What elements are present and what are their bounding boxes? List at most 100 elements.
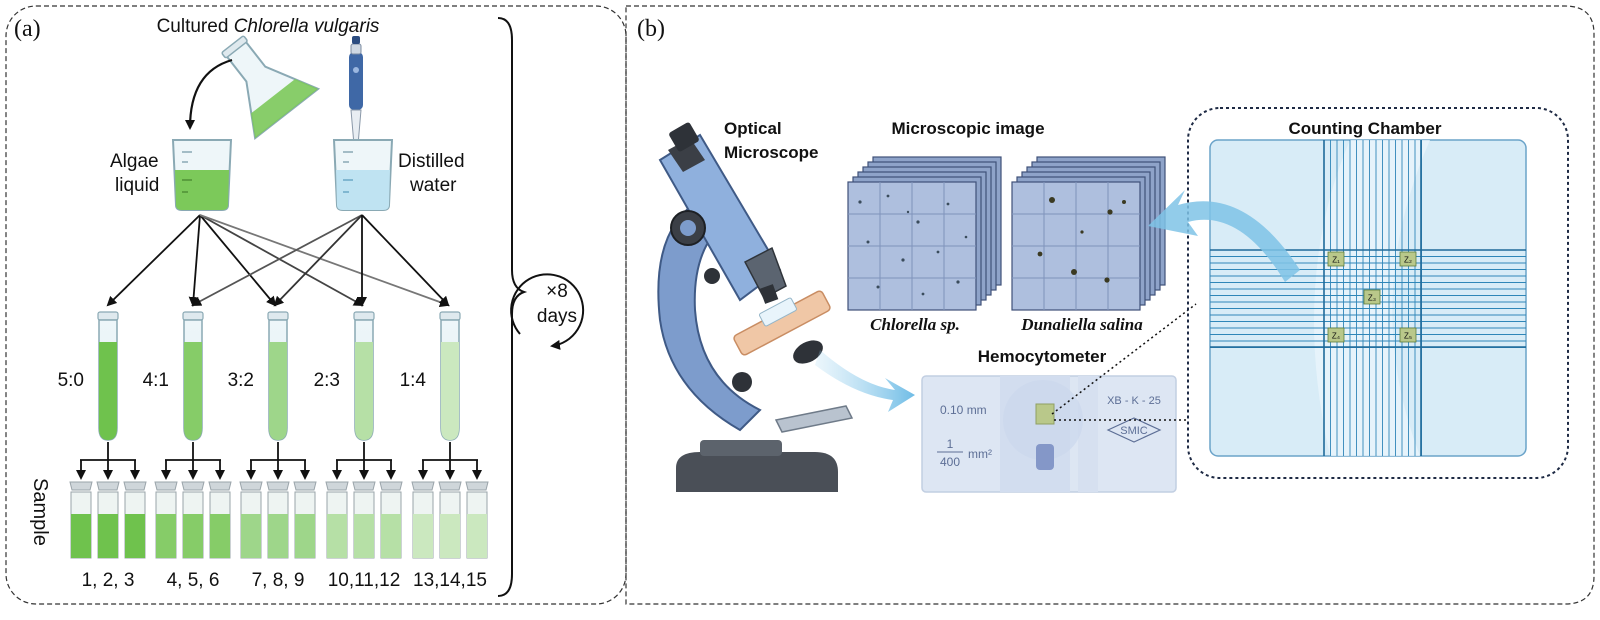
cuvette	[123, 481, 147, 559]
cell-dot	[876, 285, 880, 289]
sample-numbers: 1, 2, 3	[82, 570, 135, 591]
counting-square-label: Z₄	[1332, 332, 1340, 341]
counting-square	[1399, 327, 1417, 343]
ratio-label: 4:1	[143, 370, 169, 391]
sample-numbers: 7, 8, 9	[252, 570, 305, 591]
cell-dot	[1071, 269, 1077, 275]
microscope-label-line1: Optical	[724, 119, 782, 138]
cuvette	[266, 481, 290, 559]
counting-square-label: Z₅	[1404, 332, 1412, 341]
beam-to-hemocytometer	[815, 350, 915, 412]
hemo-area-num: 1	[947, 437, 954, 451]
hemocytometer-slide: 0.10 mm 1 400 mm² XB - K - 25 SMIC	[921, 375, 1177, 493]
hemo-area-unit: mm²	[968, 447, 992, 461]
panel-a-label: (a)	[14, 16, 41, 42]
cuvette	[181, 481, 205, 559]
cuvette	[96, 481, 120, 559]
ratio-label: 2:3	[314, 370, 340, 391]
counting-square-label: Z₂	[1404, 256, 1412, 265]
cell-dot	[921, 292, 925, 296]
chamber-frame	[1187, 107, 1569, 479]
panel-a-title: Cultured Chlorella vulgaris	[157, 16, 380, 37]
ratio-label: 1:4	[400, 370, 427, 391]
chamber-to-image-arrow	[1148, 190, 1300, 282]
panel-a: (a) Cultured Chlorella vulgaris	[14, 16, 585, 597]
cuvette	[411, 481, 435, 559]
microscope-icon	[657, 122, 854, 492]
cuvette	[69, 481, 93, 559]
algae-beaker-icon	[171, 139, 233, 211]
mixing-arrows	[106, 214, 450, 307]
test-tubes: 5:0 4:1 3:2 2:3 1:4	[58, 311, 461, 441]
hemo-area-den: 400	[940, 455, 960, 469]
repeat-count: ×8	[546, 281, 568, 302]
microscope-label-line2: Microscope	[724, 143, 818, 162]
repeat-cycle-icon	[510, 273, 585, 350]
sample-numbers: 4, 5, 6	[167, 570, 220, 591]
species-2-label: Dunaliella salina	[1020, 315, 1143, 334]
sample-numbers: 10,11,12	[328, 570, 401, 591]
test-tube	[182, 311, 204, 441]
cuvette-groups: 1, 2, 3 4, 5, 6 7, 8, 9 10,11,12 13,14,15	[69, 442, 489, 591]
ratio-label: 5:0	[58, 370, 84, 391]
cell-dot	[956, 280, 960, 284]
cell-dot	[886, 194, 890, 198]
cell-dot	[964, 235, 968, 239]
test-tube	[267, 311, 289, 441]
cell-dot	[906, 210, 910, 214]
pour-arrow	[185, 58, 233, 130]
cuvette	[293, 481, 317, 559]
hemo-model: XB - K - 25	[1107, 395, 1161, 407]
cuvette	[352, 481, 376, 559]
test-tube	[353, 311, 375, 441]
cell-dot	[901, 258, 905, 262]
cuvette	[154, 481, 178, 559]
panel-a-title-species: Chlorella vulgaris	[234, 16, 380, 37]
cell-dot	[1104, 277, 1110, 283]
counting-square	[1327, 251, 1345, 267]
hemo-brand: SMIC	[1120, 425, 1148, 437]
cuvette	[379, 481, 403, 559]
cell-dot	[1080, 230, 1084, 234]
cell-dot	[936, 250, 940, 254]
counting-square	[1327, 327, 1345, 343]
cuvette-group: 10,11,12	[325, 442, 403, 591]
cuvette-group: 7, 8, 9	[239, 442, 317, 591]
cell-dot	[1037, 251, 1043, 257]
cuvette	[239, 481, 263, 559]
sample-numbers: 13,14,15	[413, 570, 487, 591]
cuvette-group: 13,14,15	[411, 442, 489, 591]
ratio-label: 3:2	[228, 370, 254, 391]
panel-b: (b) O	[637, 16, 1569, 493]
algae-label-line2: liquid	[115, 175, 159, 196]
cuvette	[438, 481, 462, 559]
cell-dot	[916, 220, 920, 224]
hemo-depth: 0.10 mm	[940, 403, 987, 417]
cuvette	[325, 481, 349, 559]
cell-dot	[858, 200, 862, 204]
algae-label-line1: Algae	[110, 151, 159, 172]
sample-axis-label: Sample	[29, 478, 51, 546]
panel-b-label: (b)	[637, 16, 665, 42]
hemocytometer-title: Hemocytometer	[978, 347, 1107, 366]
counting-square	[1399, 251, 1417, 267]
cell-dot	[866, 240, 870, 244]
water-beaker-icon	[332, 139, 394, 211]
cell-dot	[1122, 200, 1126, 204]
cell-dot	[946, 202, 950, 206]
counting-square-label: Z₃	[1368, 294, 1376, 303]
repeat-unit: days	[537, 306, 577, 327]
cuvette	[465, 481, 489, 559]
cuvette-group: 1, 2, 3	[69, 442, 147, 591]
micro-image-title: Microscopic image	[891, 119, 1044, 138]
chlorella-image-stack	[847, 156, 1002, 311]
test-tube	[439, 311, 461, 441]
species-1-label: Chlorella sp.	[870, 315, 960, 334]
dunaliella-image-stack	[1011, 156, 1166, 311]
water-label-line2: water	[409, 175, 457, 196]
cell-dot	[1107, 209, 1113, 215]
test-tube	[97, 311, 119, 441]
water-label-line1: Distilled	[398, 151, 465, 172]
